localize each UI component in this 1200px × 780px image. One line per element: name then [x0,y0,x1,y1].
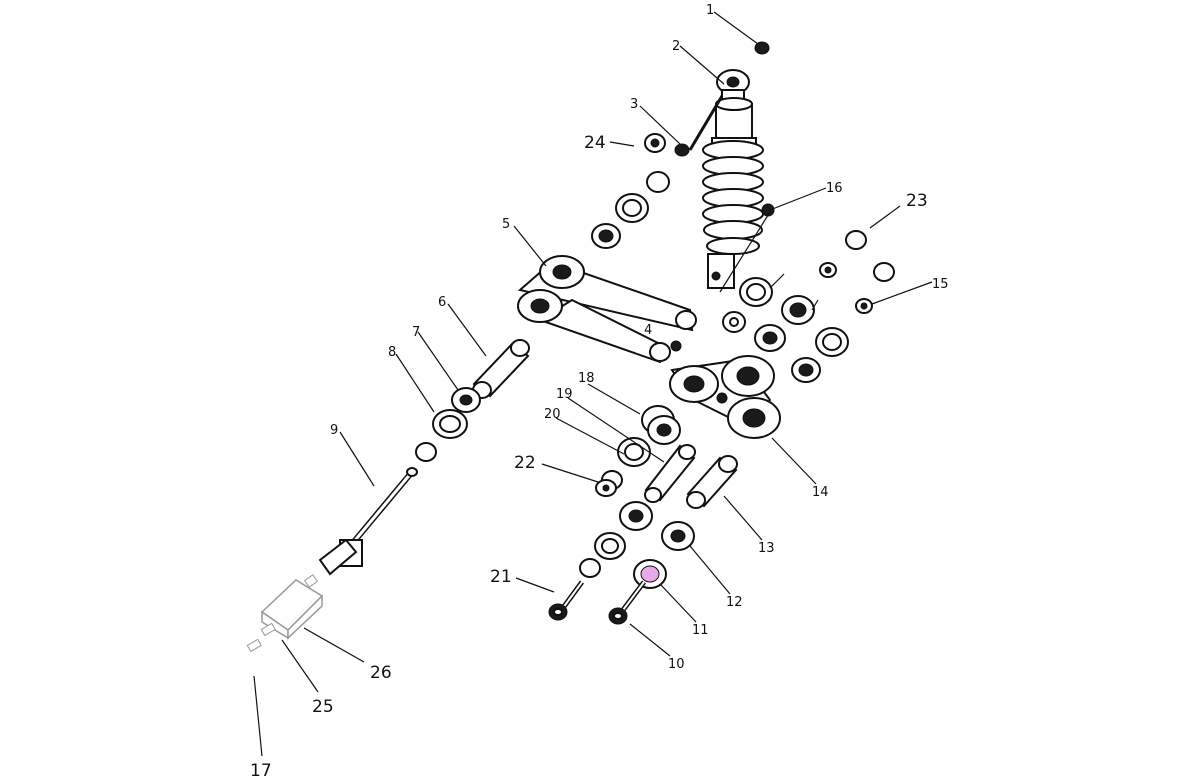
bearings-lower [579,501,695,589]
protector-26 [260,574,324,640]
rocker-link-14 [669,355,781,439]
top-bolt [674,95,724,157]
sleeve-19 [644,444,696,503]
link-arm [517,255,697,364]
label-21: 21 [490,567,512,587]
bolt-10 [608,580,646,625]
sleeve-13 [686,455,738,509]
washer-22 [595,470,623,497]
label-8: 8 [388,345,396,360]
bushing-18 [641,405,681,445]
shock-absorber [702,69,764,289]
label-16: 16 [826,181,843,196]
label-22: 22 [514,453,536,473]
bearing-8 [415,409,468,462]
leader-lines [253,11,933,757]
pin-25 [260,622,276,637]
long-bolt-9 [318,467,418,576]
label-19: 19 [556,387,573,402]
label-10: 10 [668,657,685,672]
top-nut [754,41,770,55]
label-15: 15 [932,277,949,292]
label-7: 7 [412,325,420,340]
washer-24 [644,133,666,153]
label-13: 13 [758,541,775,556]
pin-17 [246,638,262,653]
bearings-right [722,230,895,383]
label-12: 12 [726,595,743,610]
label-5: 5 [502,217,510,232]
label-3: 3 [630,97,638,112]
label-17: 17 [250,761,272,780]
bearings-upper [591,171,670,249]
label-9: 9 [330,423,338,438]
label-20: 20 [544,407,561,422]
callout-labels: 1 2 3 24 5 6 7 8 9 4 16 23 15 18 19 20 2… [250,3,949,780]
label-4: 4 [644,323,652,338]
label-6: 6 [438,295,446,310]
label-11: 11 [692,623,709,638]
label-14: 14 [812,485,829,500]
label-1: 1 [706,3,714,18]
label-2: 2 [672,39,680,54]
label-18: 18 [578,371,595,386]
label-25: 25 [312,697,334,717]
label-23: 23 [906,191,928,211]
bearing-7 [451,387,481,413]
label-24: 24 [584,133,606,153]
bolt-21 [548,580,585,621]
label-26: 26 [370,663,392,683]
